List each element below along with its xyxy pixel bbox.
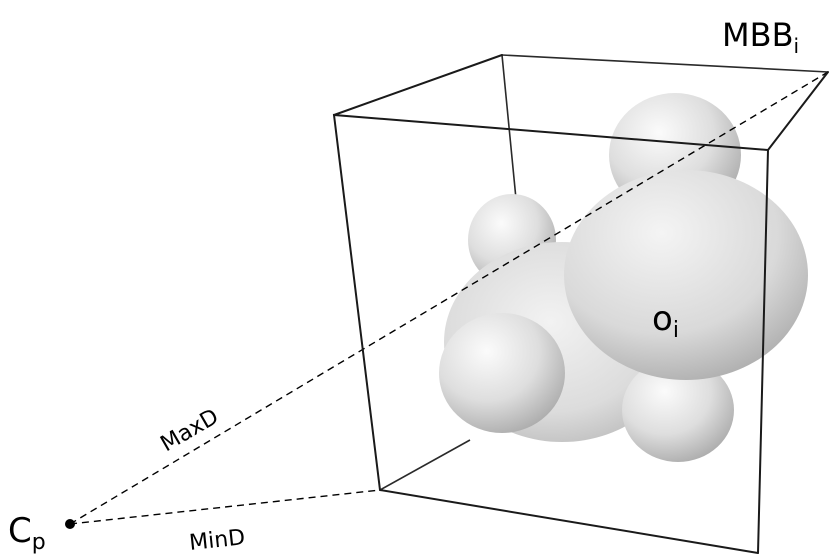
label-mind: MinD (188, 525, 246, 556)
label-mbb-main: MBB (722, 16, 794, 54)
label-mbb-sub: i (794, 34, 800, 58)
query-point-cp (65, 519, 75, 529)
distance-lines (69, 71, 829, 525)
label-cp-main: C (8, 511, 32, 551)
sphere-bottom-right (622, 358, 734, 462)
label-cp: Cp (8, 511, 46, 555)
label-object-main: o (652, 299, 673, 339)
svg-text:oi: oi (652, 299, 679, 343)
mbb-front-face (332, 113, 770, 554)
mbb-back-edge (379, 439, 471, 491)
mbb-top-edge (333, 54, 503, 116)
maxd-line (69, 71, 829, 525)
object-oi (439, 93, 808, 462)
label-object-sub: i (673, 318, 679, 343)
mbb-bottom-edge (379, 489, 759, 554)
mbb-back-edge (501, 54, 829, 73)
mbb-top-right-edge (767, 71, 829, 151)
svg-text:MBBi: MBBi (722, 16, 799, 58)
label-maxd: MaxD (157, 404, 224, 457)
sphere-front-left (439, 313, 565, 433)
sphere-large (564, 170, 808, 380)
svg-text:Cp: Cp (8, 511, 46, 555)
mbb-front-edges (332, 54, 829, 554)
label-cp-sub: p (32, 530, 46, 555)
label-object: oi (652, 299, 679, 343)
mind-line (69, 489, 381, 525)
label-mbb: MBBi (722, 16, 799, 58)
